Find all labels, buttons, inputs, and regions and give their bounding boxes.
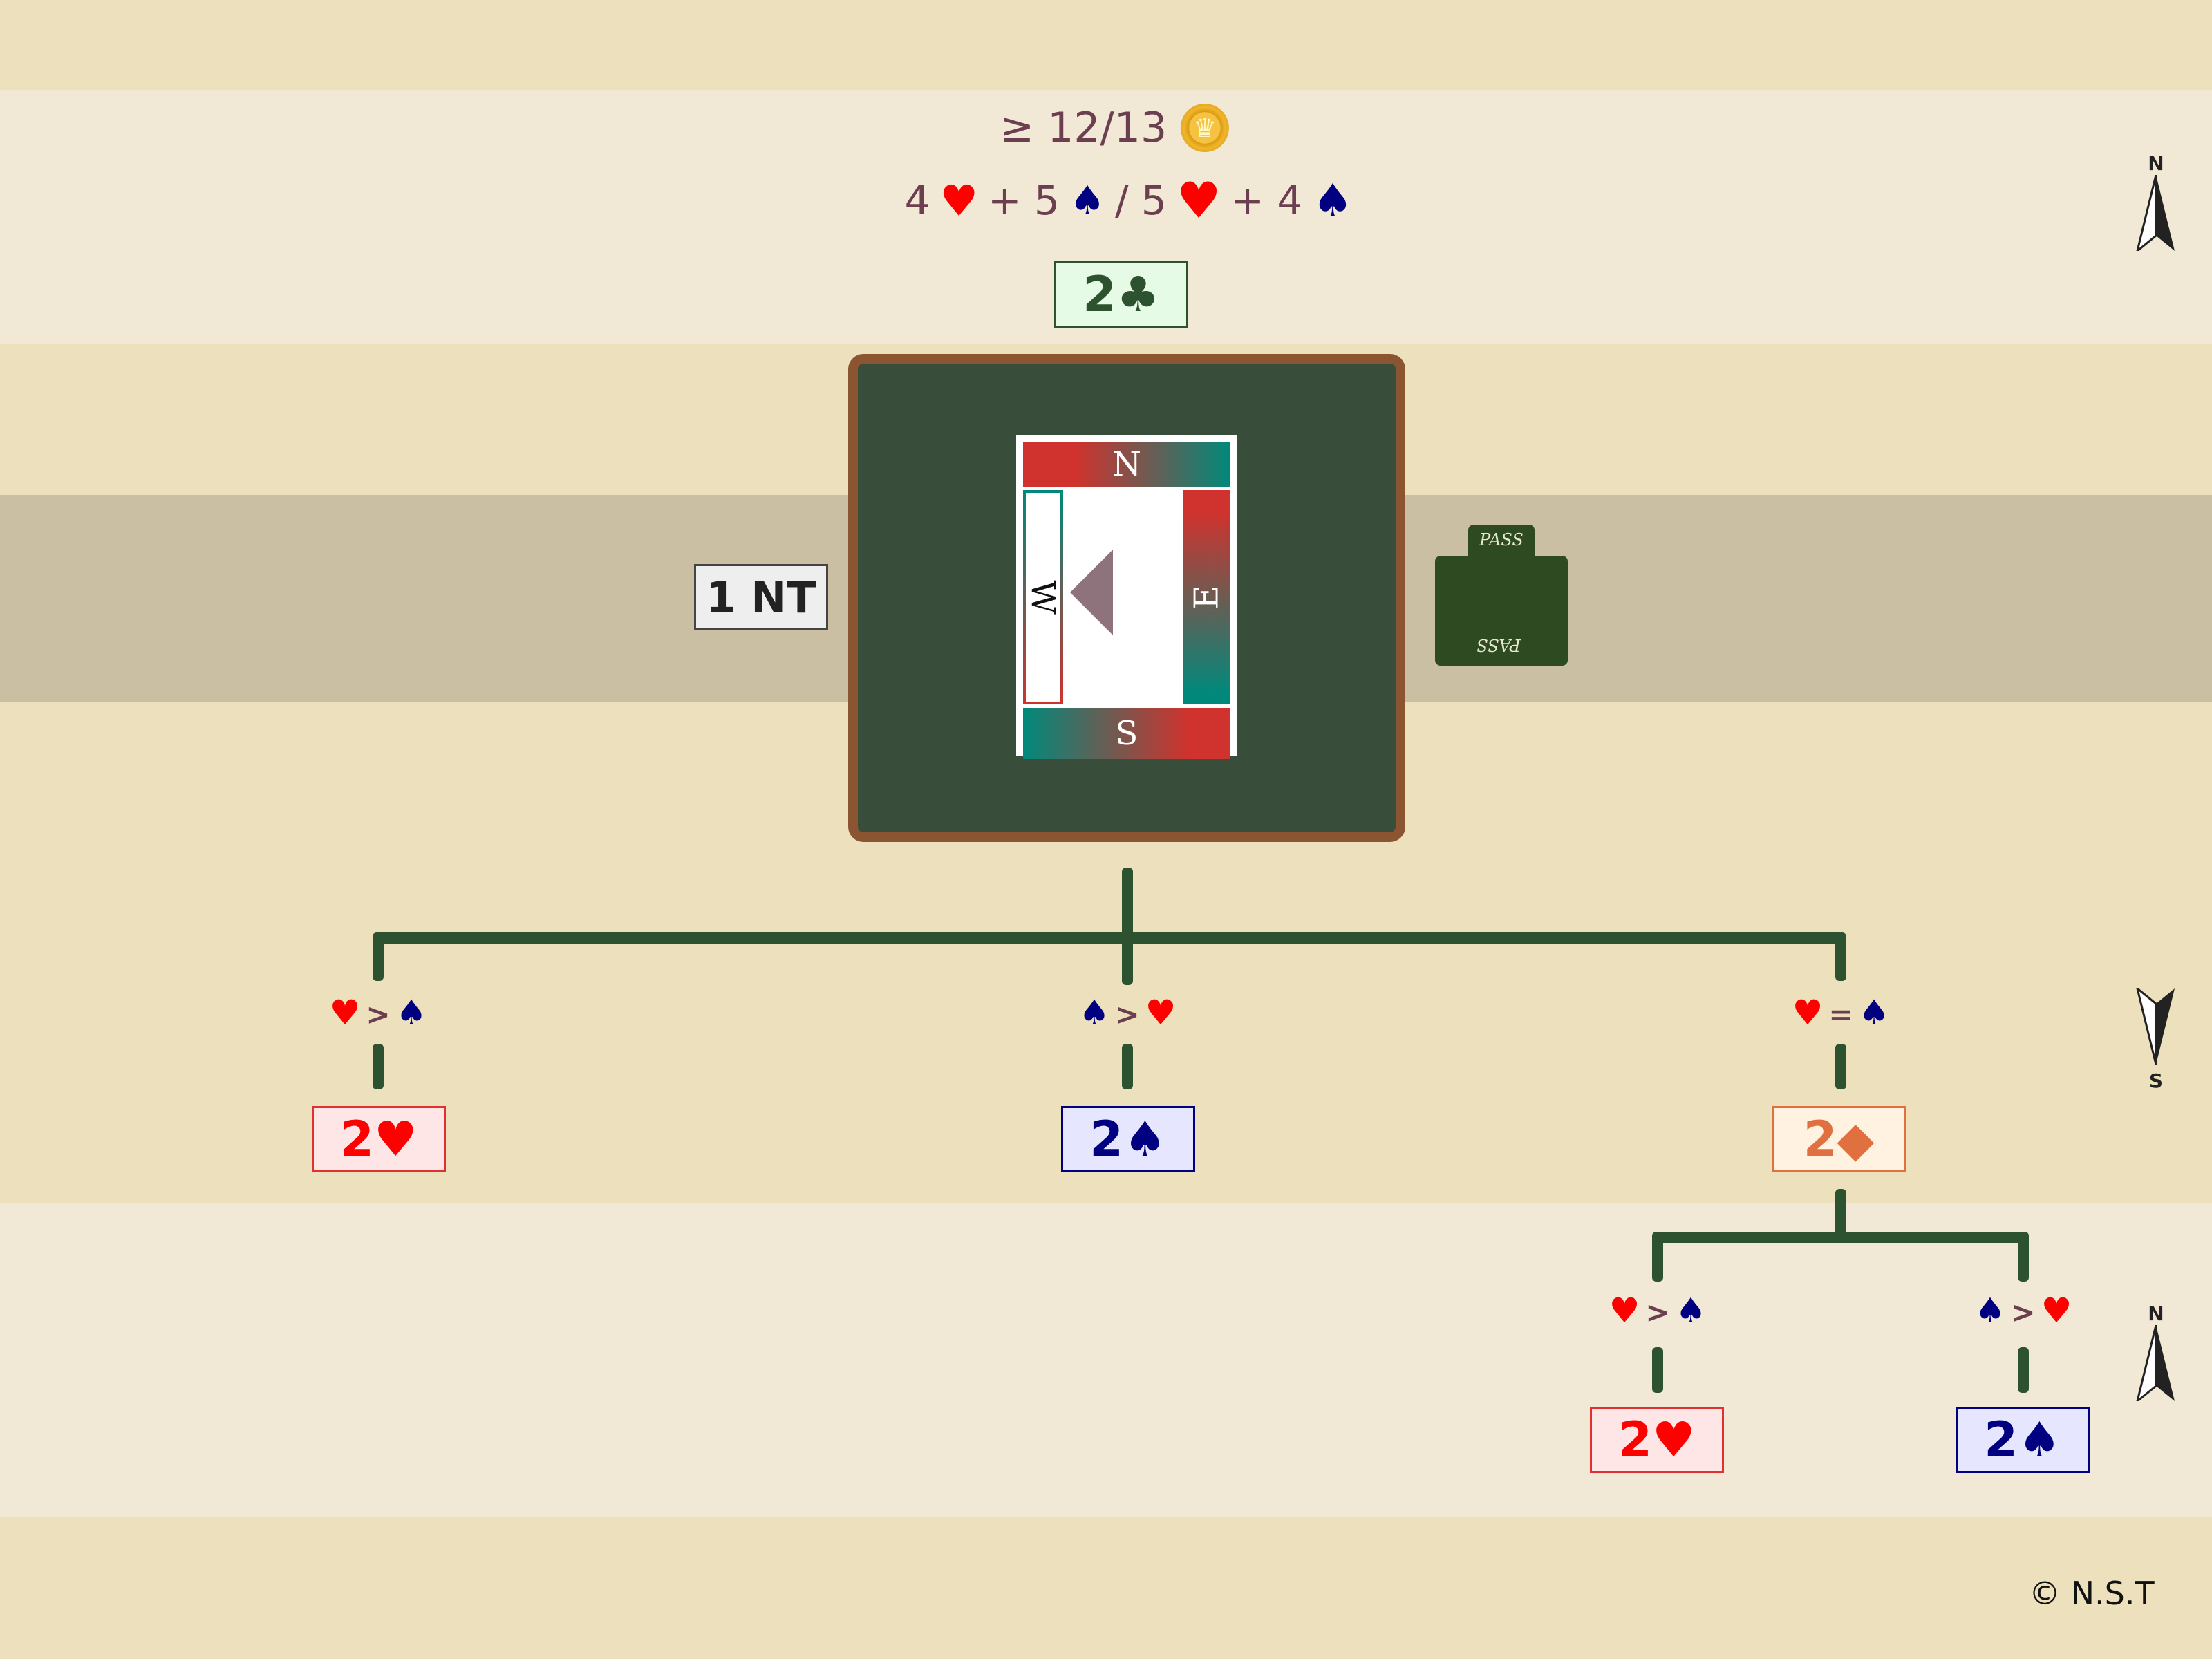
response-2-spades[interactable]: 2♠ — [1061, 1106, 1195, 1172]
west-seat: W — [1023, 490, 1063, 704]
club-icon: ♣ — [1116, 266, 1160, 323]
south-seat: S — [1023, 708, 1230, 759]
compass-north-top: N — [2132, 152, 2180, 256]
condition-hearts-longer: ♥>♠ — [1609, 1291, 1707, 1331]
spade-icon: ♠ — [1312, 174, 1353, 227]
tree-connector — [1122, 868, 1133, 985]
shape-count: + 5 — [988, 177, 1060, 224]
rebid-2-spades[interactable]: 2♠ — [1956, 1407, 2090, 1473]
pass-label-top: PASS — [1479, 530, 1524, 550]
spade-icon: ♠ — [1069, 177, 1105, 224]
heart-icon: ♥ — [373, 1111, 418, 1168]
north-seat: N — [1023, 442, 1230, 487]
condition-hearts-longer: ♥>♠ — [329, 993, 427, 1033]
tree-connector — [1652, 1347, 1663, 1393]
tree-connector — [373, 932, 384, 981]
west-label: W — [1024, 580, 1062, 615]
condition-equal-length: ♥=♠ — [1792, 993, 1890, 1033]
tree-connector — [1652, 1232, 2029, 1243]
crown-coin-icon: ♛ — [1181, 104, 1230, 152]
bridge-table — [848, 354, 1405, 842]
pass-card[interactable]: PASS PASS — [1435, 525, 1568, 666]
compass-label: N — [2148, 152, 2164, 175]
tree-connector — [1835, 1044, 1846, 1089]
heart-icon: ♥ — [1176, 171, 1221, 229]
west-bid-1nt[interactable]: 1 NT — [694, 564, 828, 630]
points-text: ≥ 12/13 — [999, 104, 1168, 152]
tree-connector — [2018, 1347, 2029, 1393]
compass-label: S — [2148, 1069, 2164, 1092]
response-2-hearts[interactable]: 2♥ — [312, 1106, 446, 1172]
shape-count: + 4 — [1230, 177, 1303, 224]
tree-connector — [1652, 1232, 1663, 1282]
compass-north-bottom: N — [2132, 1302, 2180, 1406]
compass-needle-icon — [2135, 1324, 2175, 1404]
band-bottom-light — [0, 1203, 2212, 1517]
tree-connector — [1122, 1044, 1133, 1089]
spade-icon: ♠ — [1123, 1111, 1167, 1168]
east-seat: E — [1183, 490, 1230, 704]
tree-connector — [1835, 932, 1846, 981]
diamond-icon: ◆ — [1837, 1111, 1875, 1168]
rebid-2-hearts[interactable]: 2♥ — [1590, 1407, 1724, 1473]
board-card: N E W S — [1016, 435, 1237, 759]
heart-icon: ♥ — [1651, 1412, 1696, 1468]
condition-spades-longer: ♠>♥ — [1078, 993, 1177, 1033]
dealer-arrow-icon — [1070, 550, 1113, 635]
tree-connector — [1835, 1189, 1846, 1241]
shape-count: 4 — [904, 177, 930, 224]
tree-connector — [373, 932, 1846, 944]
compass-needle-icon — [2135, 174, 2175, 254]
bid-level: 2 — [1082, 266, 1116, 323]
tree-connector — [373, 1044, 384, 1089]
spade-icon: ♠ — [2017, 1412, 2061, 1468]
points-requirement: ≥ 12/13 ♛ — [999, 104, 1230, 152]
tree-connector — [2018, 1232, 2029, 1282]
shape-count: / 5 — [1114, 177, 1167, 224]
compass-needle-icon — [2135, 986, 2175, 1065]
pass-label-bottom: PASS — [1477, 635, 1521, 655]
east-label: E — [1187, 585, 1226, 610]
response-2-diamonds[interactable]: 2◆ — [1772, 1106, 1906, 1172]
opening-bid-2-clubs[interactable]: 2♣ — [1054, 261, 1188, 328]
condition-spades-longer: ♠>♥ — [1974, 1291, 2072, 1331]
pass-card-body — [1435, 556, 1568, 666]
copyright: © N.S.T — [2029, 1575, 2155, 1612]
shape-requirement: 4 ♥ + 5 ♠ / 5 ♥ + 4 ♠ — [905, 171, 1353, 229]
compass-label: N — [2148, 1302, 2164, 1325]
heart-icon: ♥ — [939, 175, 979, 226]
compass-south-middle: S — [2132, 986, 2180, 1092]
